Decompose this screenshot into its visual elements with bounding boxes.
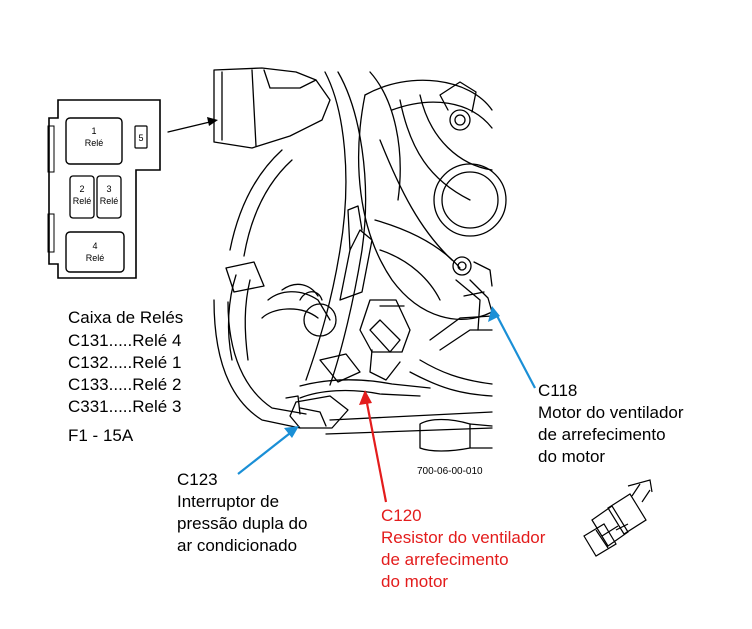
legend-line-c331: C331.....Relé 3 <box>68 397 182 416</box>
connector-icon <box>583 479 653 557</box>
relay-1-label: Relé <box>85 138 104 148</box>
relay-2 <box>69 175 95 219</box>
relay-3-label: Relé <box>100 196 119 206</box>
relay-1 <box>65 117 123 165</box>
legend-line-c132: C132.....Relé 1 <box>68 353 182 372</box>
c123-desc-line-1: Interruptor de <box>177 492 280 511</box>
c120-desc-line-2: de arrefecimento <box>381 550 509 569</box>
relay-3 <box>96 175 122 219</box>
c123-desc-line-3: ar condicionado <box>177 536 298 555</box>
legend-fuse: F1 - 15A <box>68 426 134 445</box>
legend-line-c131: C131.....Relé 4 <box>68 331 182 350</box>
relay-box-title: Caixa de Relés <box>68 308 184 327</box>
c118-desc-line-3: do motor <box>538 447 606 466</box>
relay-2-label: Relé <box>73 196 92 206</box>
relay-4-num: 4 <box>92 241 97 251</box>
fuse-5-label: 5 <box>138 133 143 143</box>
c118-desc-line-2: de arrefecimento <box>538 425 666 444</box>
relay-1-num: 1 <box>91 126 96 136</box>
c120-code: C120 <box>381 506 422 525</box>
c120-desc-line-3: do motor <box>381 572 449 591</box>
fuse-5 <box>134 125 148 149</box>
relay-4 <box>65 231 125 273</box>
relay-box-diagram: 1 Relé 5 2 Relé 3 Relé 4 Relé <box>47 99 161 279</box>
legend-line-c133: C133.....Relé 2 <box>68 375 182 394</box>
relay-4-label: Relé <box>86 253 105 263</box>
relay-3-num: 3 <box>106 184 111 194</box>
c123-code: C123 <box>177 470 218 489</box>
figure-id: 700-06-00-010 <box>417 466 483 477</box>
c118-desc-line-1: Motor do ventilador <box>538 403 684 422</box>
relay-2-num: 2 <box>79 184 84 194</box>
c118-code: C118 <box>538 381 578 400</box>
c123-desc-line-2: pressão dupla do <box>177 514 308 533</box>
c120-desc-line-1: Resistor do ventilador <box>381 528 546 547</box>
